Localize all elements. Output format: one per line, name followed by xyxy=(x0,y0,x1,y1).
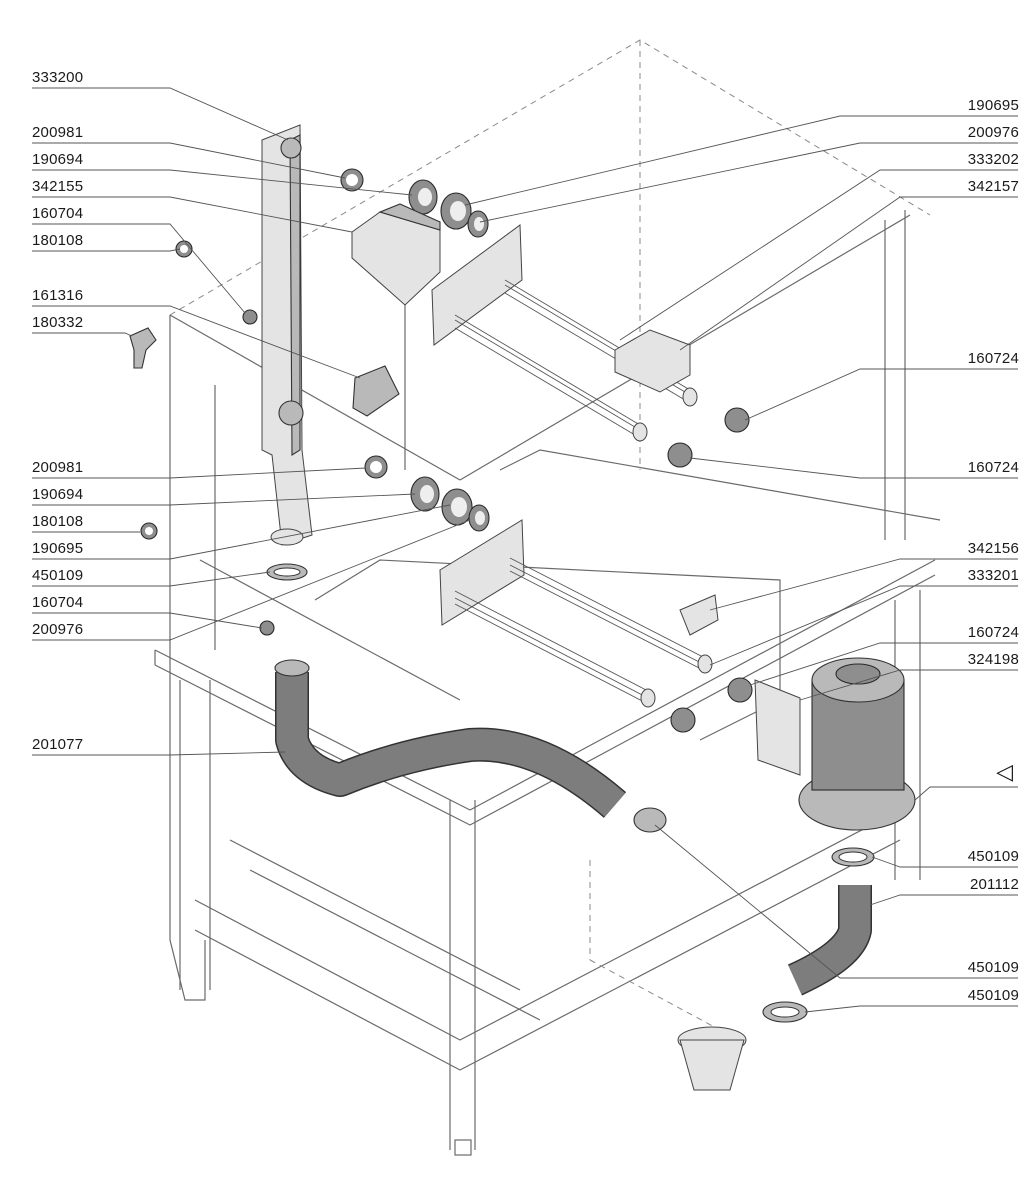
machine-frame xyxy=(154,39,941,1156)
part-number-190694-lower: 190694 xyxy=(32,486,84,503)
part-number-190695-left: 190695 xyxy=(32,540,84,557)
drain-hose xyxy=(274,659,667,833)
part-number-342156: 342156 xyxy=(967,540,1019,557)
part-number-180108: 180108 xyxy=(32,232,84,249)
lower-bearings xyxy=(410,476,490,532)
part-number-180108-lower: 180108 xyxy=(32,513,84,530)
part-number-200976-left: 200976 xyxy=(32,621,84,638)
lower-wash-arm xyxy=(439,519,753,733)
part-number-450109-left: 450109 xyxy=(32,567,84,584)
part-number-450109-c: 450109 xyxy=(967,987,1019,1004)
left-fittings xyxy=(129,168,400,636)
part-number-333200: 333200 xyxy=(32,69,84,86)
part-number-201112: 201112 xyxy=(969,876,1019,893)
part-number-450109-a: 450109 xyxy=(967,848,1019,865)
part-number-160724-c: 160724 xyxy=(967,624,1019,641)
part-number-200976: 200976 xyxy=(967,124,1019,141)
part-number-160724-b: 160724 xyxy=(967,459,1019,476)
part-number-161316: 161316 xyxy=(32,287,84,304)
leader-lines-right xyxy=(464,115,1018,1013)
upper-bearings xyxy=(351,179,489,306)
lower-hose-assembly xyxy=(677,847,875,1091)
part-number-160704: 160704 xyxy=(32,205,84,222)
part-number-333201: 333201 xyxy=(967,567,1019,584)
part-number-180332: 180332 xyxy=(32,314,84,331)
part-number-190694: 190694 xyxy=(32,151,84,168)
part-number-342155: 342155 xyxy=(32,178,84,195)
part-number-201077: 201077 xyxy=(32,736,84,753)
part-number-190695: 190695 xyxy=(967,97,1019,114)
part-number-160724-a: 160724 xyxy=(967,350,1019,367)
vertical-duct xyxy=(261,124,313,546)
pump-motor xyxy=(754,657,916,831)
upper-wash-arm xyxy=(431,224,750,468)
part-number-450109-b: 450109 xyxy=(967,959,1019,976)
part-number-342157: 342157 xyxy=(967,178,1019,195)
leader-lines-left xyxy=(32,87,471,756)
triangle-marker-icon: ◁ xyxy=(996,759,1013,784)
part-number-333202: 333202 xyxy=(967,151,1019,168)
part-number-200981-lower: 200981 xyxy=(32,459,84,476)
part-number-160704-lower: 160704 xyxy=(32,594,84,611)
part-number-324198: 324198 xyxy=(967,651,1019,668)
part-number-200981: 200981 xyxy=(32,124,84,141)
